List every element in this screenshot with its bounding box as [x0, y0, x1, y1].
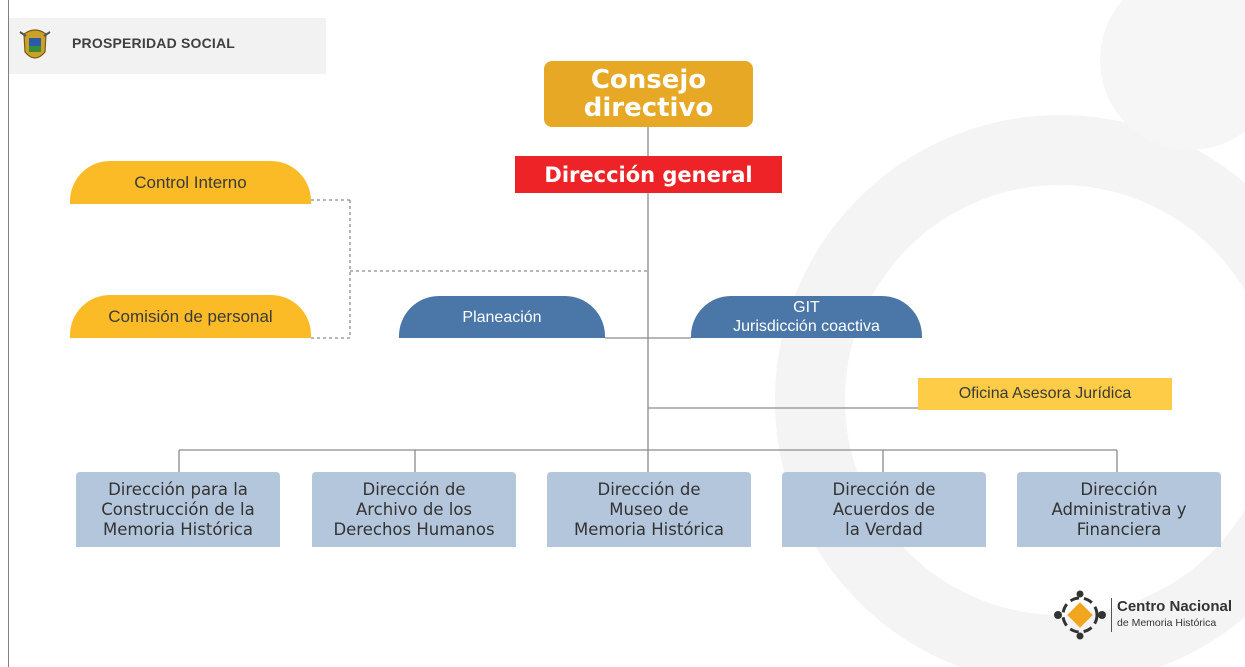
git-line-1: GIT: [793, 299, 820, 316]
header-band: [9, 18, 326, 74]
left-border-line: [8, 0, 9, 667]
direccion-1-line-1: Dirección para la: [108, 479, 248, 499]
control-interno-box: Control Interno: [70, 161, 311, 204]
direccion-3-line-1: Dirección de: [597, 479, 701, 499]
comision-personal-box: Comisión de personal: [70, 295, 311, 338]
planeacion-box: Planeación: [399, 296, 605, 338]
direccion-2-line-3: Derechos Humanos: [333, 519, 495, 539]
logo-title: Centro Nacional: [1117, 598, 1233, 615]
coat-of-arms-icon: [19, 29, 51, 59]
git-line-2: Jurisdicción coactiva: [733, 318, 880, 335]
direccion-2-line-1: Dirección de: [362, 479, 466, 499]
logo-divider: [1111, 598, 1112, 632]
header-title: PROSPERIDAD SOCIAL: [72, 35, 236, 51]
direccion-3-line-2: Museo de: [609, 499, 689, 519]
cnmh-logo-icon: [1054, 590, 1106, 640]
direccion-4-line-3: la Verdad: [845, 519, 923, 539]
direccion-4-line-1: Dirección de: [832, 479, 936, 499]
direccion-1-line-2: Construcción de la: [101, 499, 255, 519]
direccion-5-line-1: Dirección: [1080, 479, 1158, 499]
oficina-asesora-juridica-box: Oficina Asesora Jurídica: [918, 378, 1172, 410]
logo-subtitle: de Memoria Histórica: [1117, 617, 1217, 629]
direccion-box-2: Dirección de Archivo de los Derechos Hum…: [312, 472, 516, 547]
direccion-4-line-2: Acuerdos de: [832, 499, 936, 519]
consejo-directivo-box: Consejo directivo: [544, 61, 753, 127]
direccion-box-5: Dirección Administrativa y Financiera: [1017, 472, 1221, 547]
direccion-3-line-3: Memoria Histórica: [574, 519, 724, 539]
git-jurisdiccion-box: GIT Jurisdicción coactiva: [691, 296, 922, 338]
direccion-box-3: Dirección de Museo de Memoria Histórica: [547, 472, 751, 547]
direccion-2-line-2: Archivo de los: [355, 499, 473, 519]
direccion-5-line-2: Administrativa y: [1051, 499, 1187, 519]
direccion-general-box: Dirección general: [515, 156, 782, 193]
consejo-line-2: directivo: [583, 93, 714, 123]
direccion-box-1: Dirección para la Construcción de la Mem…: [76, 472, 280, 547]
consejo-line-1: Consejo: [590, 65, 707, 95]
direccion-box-4: Dirección de Acuerdos de la Verdad: [782, 472, 986, 547]
direccion-1-line-3: Memoria Histórica: [103, 519, 253, 539]
direccion-5-line-3: Financiera: [1076, 519, 1162, 539]
